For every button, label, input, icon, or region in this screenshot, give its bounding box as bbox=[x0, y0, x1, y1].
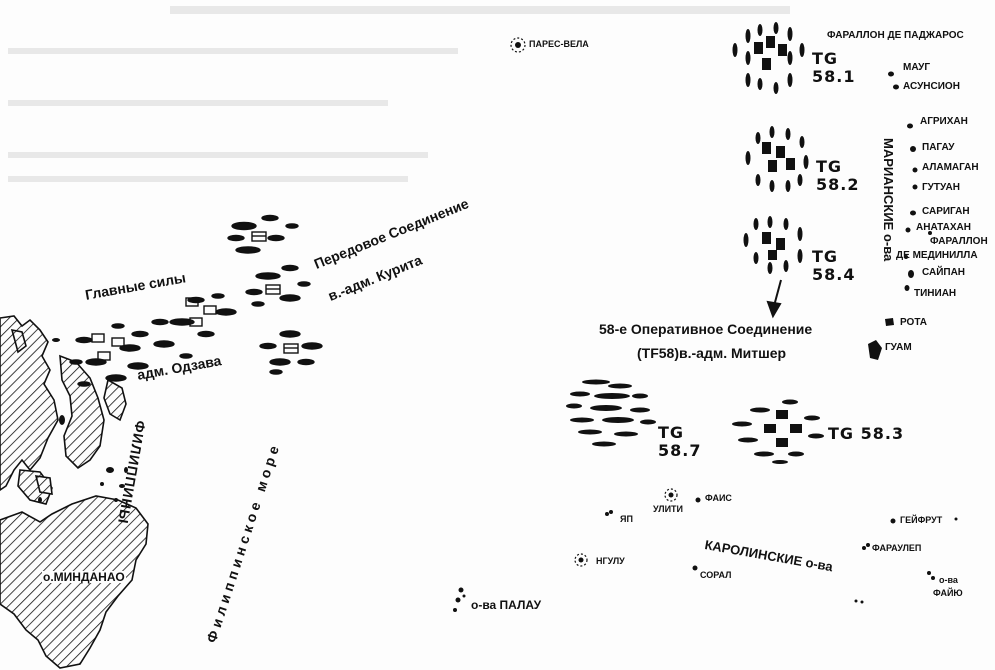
label-ngulu: НГУЛУ bbox=[596, 556, 625, 566]
label-parece-vela: ПАРЕС-ВЕЛА bbox=[529, 39, 589, 49]
label-tf58-title: 58-е Оперативное Соединение bbox=[599, 321, 813, 337]
label-faiu-line2: ФАЙЮ bbox=[933, 588, 963, 598]
label-tg-58-3: TG 58.3 bbox=[828, 424, 905, 443]
label-agrihan: АГРИХАН bbox=[920, 116, 968, 127]
label-fais: ФАИС bbox=[705, 493, 732, 503]
label-mariana-islands: МАРИАНСКИЕ о-ва bbox=[881, 138, 896, 262]
label-ulithi: УЛИТИ bbox=[653, 504, 684, 514]
label-farallon-de-medinilla-line2: ДЕ МЕДИНИЛЛА bbox=[896, 250, 978, 261]
label-faraulep: ФАРАУЛЕП bbox=[872, 543, 922, 553]
tg-58-1-formation bbox=[732, 22, 805, 94]
label-rota: РОТА bbox=[900, 317, 928, 328]
label-farallon-de-medinilla-line1: ФАРАЛЛОН bbox=[930, 236, 988, 247]
label-guam: ГУАМ bbox=[885, 342, 912, 353]
mariana-island-marks bbox=[868, 71, 932, 360]
label-saipan: САЙПАН bbox=[922, 267, 966, 278]
label-sarigan: САРИГАН bbox=[922, 206, 970, 217]
vanguard-group-middle bbox=[245, 264, 311, 307]
vanguard-group-top bbox=[227, 214, 299, 254]
faded-header-remnants bbox=[8, 6, 790, 182]
label-alamagan: АЛАМАГАН bbox=[922, 162, 979, 173]
japanese-fleet-formations bbox=[69, 214, 323, 387]
label-tf58-commander: (TF58)в.-адм. Митшер bbox=[637, 345, 787, 361]
label-anatahan: АНАТАХАН bbox=[916, 222, 971, 233]
label-guguan: ГУТУАН bbox=[922, 182, 960, 193]
vanguard-group-bottom bbox=[259, 330, 323, 375]
label-pagan: ПАГАУ bbox=[922, 142, 955, 153]
us-task-groups bbox=[566, 22, 824, 464]
tf58-pointer-arrow bbox=[766, 279, 782, 319]
label-tinian: ТИНИАН bbox=[914, 288, 957, 299]
label-farallon-de-pajaros: ФАРАЛЛОН ДЕ ПАДЖАРОС bbox=[827, 30, 964, 41]
label-asuncion: АСУНСИОН bbox=[903, 81, 960, 92]
label-yap: ЯП bbox=[620, 514, 633, 524]
main-force-group bbox=[69, 293, 237, 387]
philippine-islets bbox=[38, 338, 128, 503]
label-sorol: СОРАЛ bbox=[700, 570, 732, 580]
tg-58-2-formation bbox=[745, 126, 809, 192]
label-maug: МАУГ bbox=[903, 62, 931, 73]
label-palau: о-ва ПАЛАУ bbox=[471, 598, 542, 612]
label-gaferut: ГЕЙФРУТ bbox=[900, 515, 943, 525]
tg-58-3-formation bbox=[732, 399, 824, 464]
tg-58-7-formation bbox=[566, 379, 656, 447]
label-mindanao: о.МИНДАНАО bbox=[42, 570, 126, 584]
tg-58-4-formation bbox=[743, 216, 803, 274]
label-faiu-line1: о-ва bbox=[939, 575, 958, 585]
caroline-island-marks bbox=[453, 37, 958, 612]
